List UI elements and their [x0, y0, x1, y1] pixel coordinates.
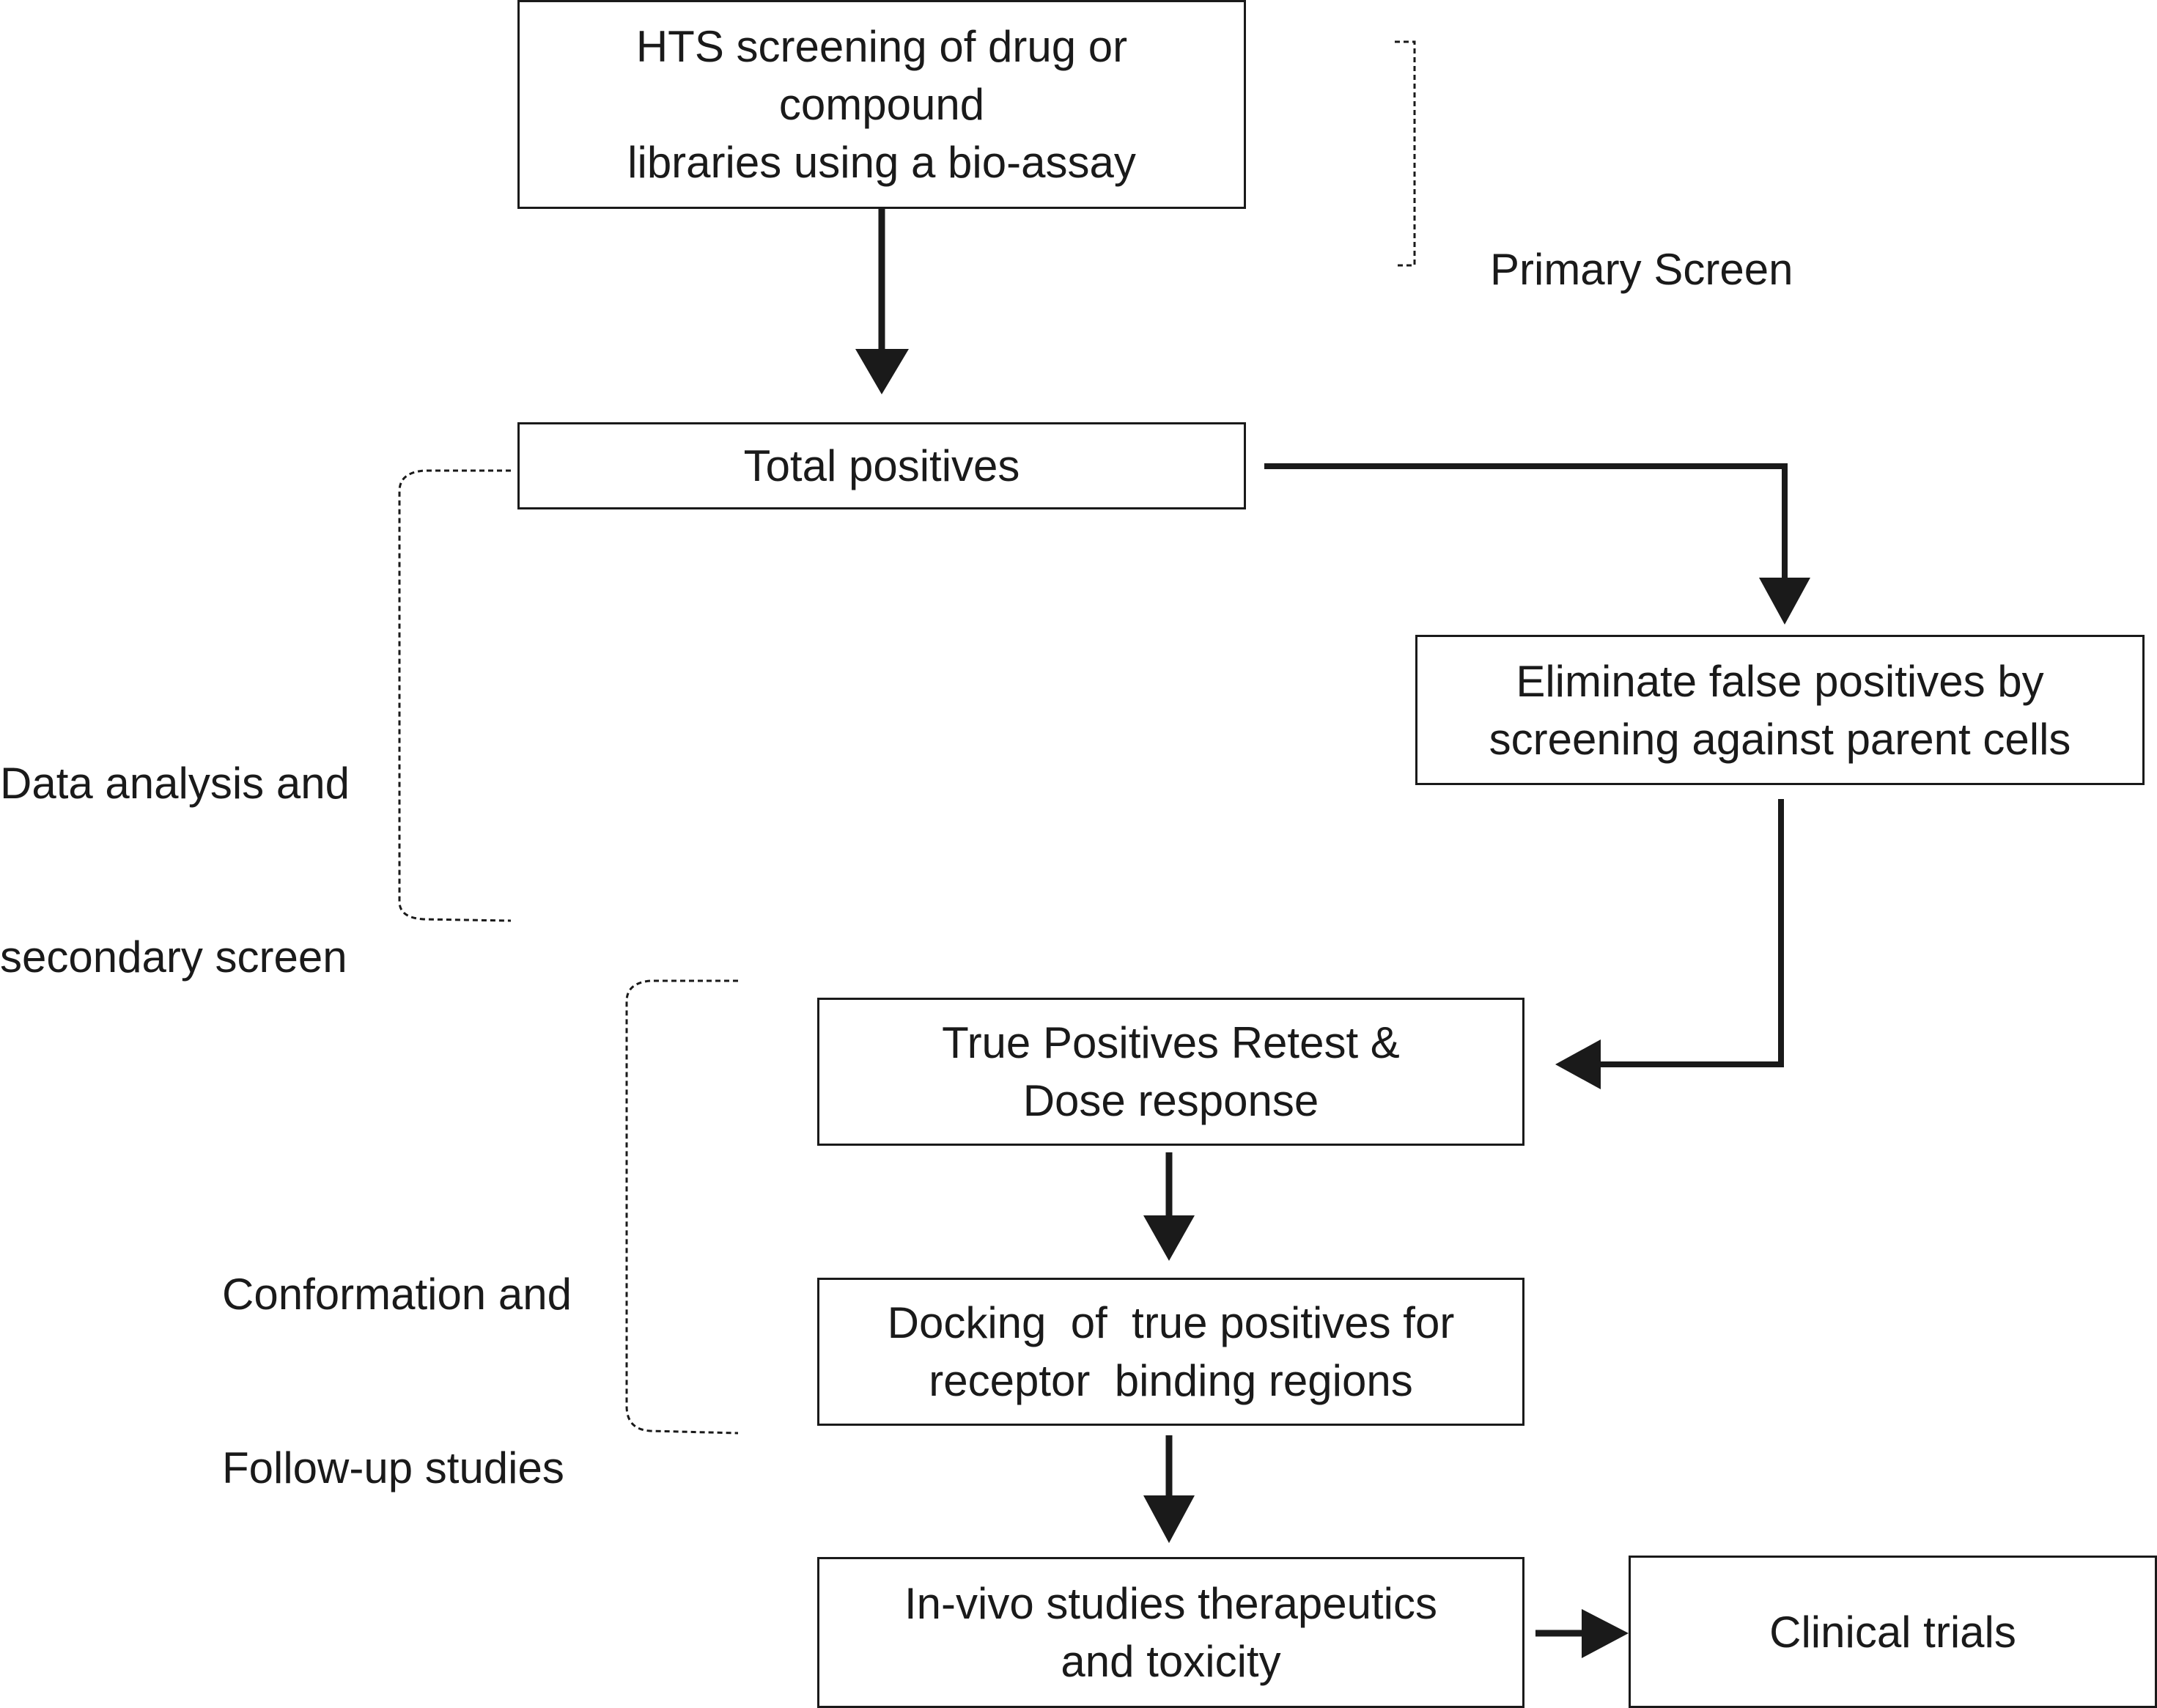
label-text-line: Follow-up studies [222, 1443, 564, 1492]
box-text-line: In-vivo studies therapeutics [904, 1579, 1438, 1628]
box-text-line: HTS screening of drug or [635, 22, 1128, 71]
in-vivo-studies-box: In-vivo studies therapeutics and toxicit… [817, 1557, 1524, 1708]
arrow-total-to-eliminate [1264, 463, 1810, 625]
arrow-true-to-docking [1143, 1152, 1195, 1261]
docking-box: Docking of true positives for receptor b… [817, 1278, 1524, 1426]
box-text-line: screening against parent cells [1489, 714, 2071, 764]
arrow-docking-to-invivo [1143, 1435, 1195, 1543]
box-text-line: receptor binding regions [929, 1356, 1413, 1405]
eliminate-false-positives-box: Eliminate false positives by screening a… [1415, 635, 2145, 785]
box-text-line: Dose response [1022, 1076, 1319, 1125]
box-text-line: and toxicity [1061, 1637, 1281, 1686]
total-positives-box: Total positives [517, 422, 1246, 509]
box-text-line: libraries using a bio-assay [627, 138, 1136, 187]
box-text-line: Eliminate false positives by [1516, 656, 2044, 706]
box-text-line: Total positives [743, 441, 1020, 490]
box-text-line: True Positives Retest & [942, 1018, 1400, 1067]
data-analysis-label: Data analysis and secondary screen [0, 638, 350, 1102]
box-text-line: compound [778, 80, 985, 129]
hts-screening-box: HTS screening of drug or compound librar… [517, 0, 1246, 209]
conformation-label: Conformation and Follow-up studies [222, 1149, 572, 1613]
data-analysis-bracket [398, 469, 512, 922]
primary-screen-bracket [1395, 40, 1416, 267]
arrow-invivo-to-clinical [1535, 1609, 1629, 1658]
label-text-line: Primary Screen [1490, 245, 1793, 294]
box-text-line: Clinical trials [1769, 1607, 2016, 1657]
label-text-line: secondary screen [0, 932, 347, 982]
label-text-line: Data analysis and [0, 759, 350, 808]
clinical-trials-box: Clinical trials [1629, 1556, 2157, 1708]
arrow-hts-to-total [855, 207, 909, 394]
box-text-line: Docking of true positives for [887, 1298, 1455, 1347]
primary-screen-label: Primary Screen [1490, 125, 1793, 414]
conformation-bracket [625, 979, 739, 1435]
arrow-eliminate-to-true [1555, 799, 1784, 1089]
true-positives-retest-box: True Positives Retest & Dose response [817, 998, 1524, 1146]
label-text-line: Conformation and [222, 1270, 572, 1319]
